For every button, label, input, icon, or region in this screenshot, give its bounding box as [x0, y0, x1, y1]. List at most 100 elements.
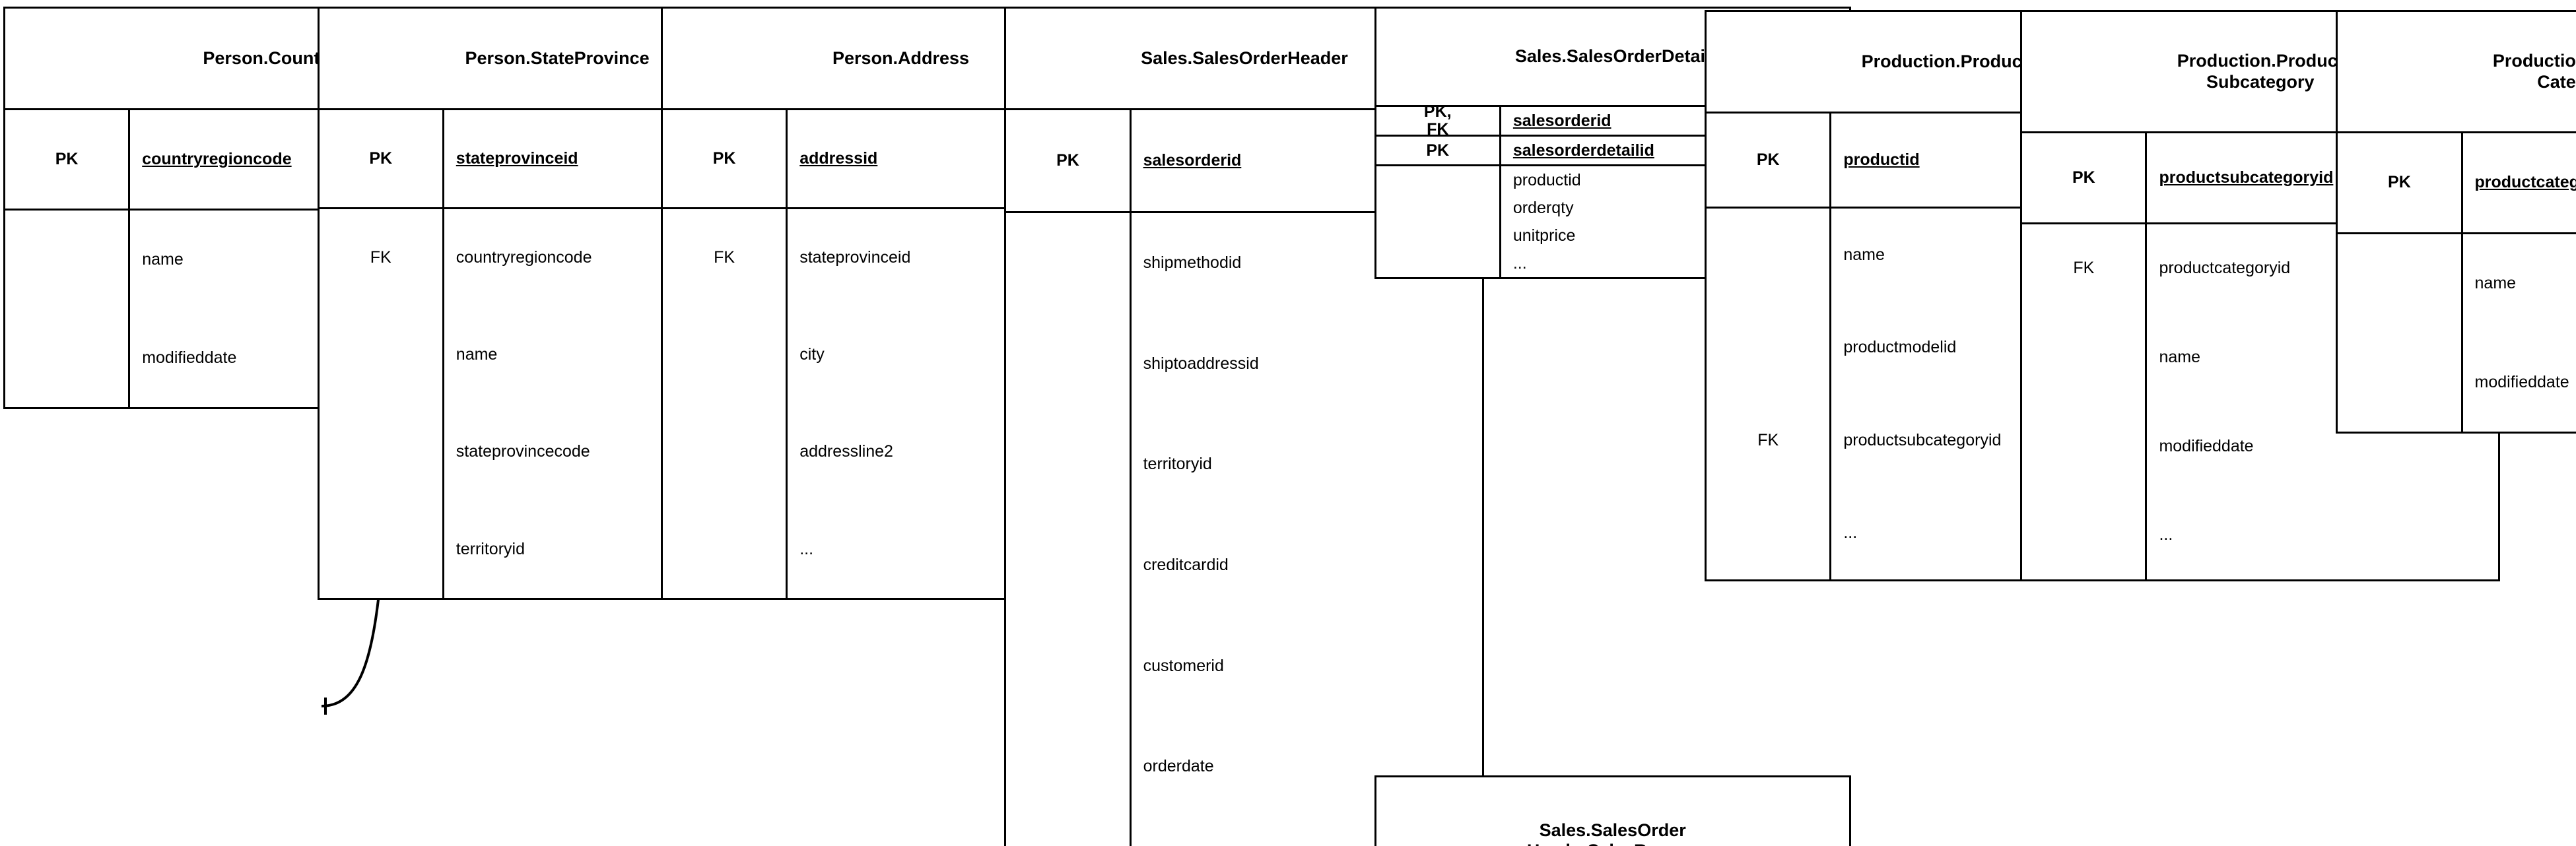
attribute-key-badge: PK: [1006, 110, 1132, 211]
attribute-row[interactable]: stateprovincecode: [320, 403, 796, 501]
attribute-row[interactable]: name: [320, 306, 796, 404]
attribute-row[interactable]: shipmethodid: [1006, 212, 1482, 314]
attribute-key-badge: [5, 309, 131, 407]
entity-title: Production.Product Category: [2338, 12, 2576, 134]
attribute-key-badge: [320, 500, 444, 598]
attribute-key-badge: PK: [2338, 133, 2463, 232]
attribute-row[interactable]: name: [1707, 208, 2183, 302]
attribute-key-badge: [1006, 716, 1132, 818]
attribute-key-badge: PK: [1376, 137, 1501, 165]
entity-title: Sales.SalesOrder HeaderSalesReason: [1376, 777, 1849, 846]
attribute-row[interactable]: name: [2338, 234, 2576, 333]
attribute-row[interactable]: modifieddate: [2338, 333, 2576, 432]
attribute-row[interactable]: modifieddate: [2022, 402, 2498, 491]
attribute-row[interactable]: territoryid: [320, 500, 796, 598]
attribute-key-badge: PK: [5, 110, 131, 209]
attribute-row[interactable]: productmodelid: [1707, 301, 2183, 395]
attribute-name: shiptoaddressid: [1143, 354, 1259, 373]
attribute-name: name: [2159, 348, 2200, 367]
attribute-name: shipmethodid: [1143, 253, 1242, 273]
attribute-group: PK countryregioncode: [5, 110, 595, 209]
attribute-key-badge: [2022, 402, 2148, 491]
attribute-row[interactable]: name: [5, 211, 595, 309]
attribute-row[interactable]: PK addressid: [663, 110, 1139, 208]
entity-title: Sales.SalesOrderDetail: [1376, 9, 1849, 108]
attribute-name: orderqty: [1512, 198, 1574, 217]
attribute-key-badge: [1376, 166, 1501, 195]
attribute-name: territoryid: [1143, 455, 1212, 474]
attribute-name: productmodelid: [1843, 338, 1957, 357]
attribute-row[interactable]: name: [2022, 313, 2498, 403]
attribute-row[interactable]: productid: [1376, 166, 1849, 195]
attribute-name: salesorderid: [1512, 111, 1611, 130]
attribute-row[interactable]: addressline2: [663, 403, 1139, 501]
attribute-row[interactable]: shiptoaddressid: [1006, 313, 1482, 414]
attribute-row[interactable]: ...: [2022, 490, 2498, 580]
attribute-row[interactable]: ...: [663, 500, 1139, 598]
attribute-name: modifieddate: [2159, 436, 2254, 455]
attribute-name: productcategoryid: [2474, 173, 2576, 192]
attribute-row[interactable]: PK countryregioncode: [5, 110, 595, 209]
attribute-name: unitprice: [1512, 226, 1576, 245]
attribute-row[interactable]: shipdate: [1006, 817, 1482, 846]
attribute-row[interactable]: modifieddate: [5, 309, 595, 407]
attribute-group: shipmethodid shiptoaddressid territoryid cr…: [1006, 211, 1483, 846]
attribute-row[interactable]: ...: [1707, 486, 2183, 580]
entity-title: Sales.SalesOrderHeader: [1006, 9, 1483, 111]
attribute-key-badge: PK, FK: [1376, 102, 1501, 139]
attribute-row[interactable]: ...: [1376, 249, 1849, 278]
entity-title: Person.Address: [662, 9, 1139, 111]
attribute-row[interactable]: orderdate: [1006, 716, 1482, 818]
attribute-name: modifieddate: [2474, 372, 2569, 391]
attribute-key-badge: [663, 500, 788, 598]
attribute-name: countryregioncode: [142, 150, 292, 169]
attribute-row[interactable]: PK, FK salesorderid: [1376, 102, 1849, 139]
attribute-key-badge: PK: [320, 110, 444, 208]
entity-title: Person.StateProvince: [319, 9, 796, 111]
attribute-group: productid orderqty unitprice...: [1376, 164, 1849, 278]
attribute-row[interactable]: city: [663, 306, 1139, 404]
attribute-key-badge: PK: [2022, 133, 2148, 222]
attribute-group: PK productcategoryid: [2338, 133, 2576, 232]
attribute-row[interactable]: unitprice: [1376, 222, 1849, 250]
attribute-name: city: [799, 345, 825, 364]
attribute-name: modifieddate: [142, 348, 237, 367]
attribute-row[interactable]: customerid: [1006, 616, 1482, 717]
entity-title: Production.Product: [1707, 12, 2183, 114]
attribute-name: productid: [1843, 150, 1920, 169]
attribute-name: creditcardid: [1143, 556, 1229, 575]
entity-sales_salesorderheadersalesreason[interactable]: Sales.SalesOrder HeaderSalesReasonFKsale…: [1374, 775, 1851, 846]
attribute-name: addressid: [799, 149, 878, 168]
attribute-ellipsis: ...: [1843, 523, 1858, 542]
attribute-group: PK, FK salesorderid: [1376, 102, 1849, 139]
attribute-row[interactable]: creditcardid: [1006, 515, 1482, 616]
attribute-key-badge: [1707, 301, 1832, 395]
attribute-row[interactable]: orderqty: [1376, 194, 1849, 222]
entity-production_productcategory[interactable]: Production.Product CategoryPK productcate…: [2336, 9, 2576, 434]
attribute-key-badge: [320, 403, 444, 501]
attribute-row[interactable]: PK productcategoryid: [2338, 133, 2576, 232]
attribute-row[interactable]: territoryid: [1006, 414, 1482, 515]
attribute-key-badge: [1006, 817, 1132, 846]
attribute-key-badge: [1376, 194, 1501, 222]
attribute-key-badge: [2022, 313, 2148, 403]
attribute-group: name modifieddate: [2338, 232, 2576, 432]
attribute-key-badge: [1006, 313, 1132, 414]
